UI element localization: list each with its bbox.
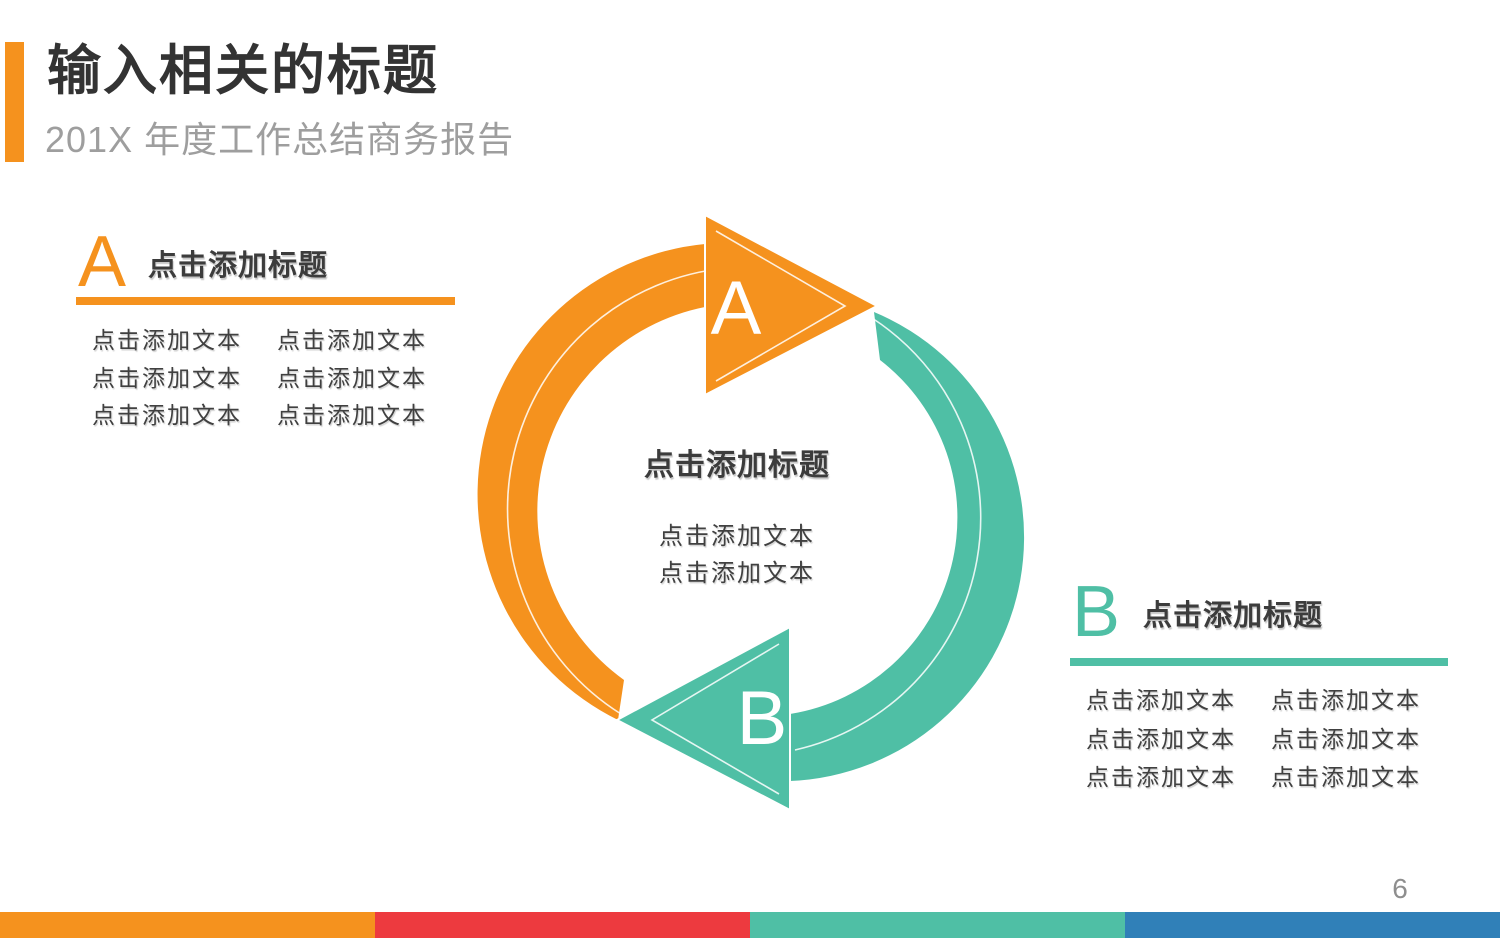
list-item: 点击添加文本	[92, 364, 242, 391]
list-item: 点击添加文本	[1271, 687, 1421, 713]
list-item: 点击添加文本	[92, 327, 242, 353]
arrowhead-b-bevel	[650, 643, 780, 795]
footer-color-bar	[0, 912, 1500, 938]
cycle-arc-b	[790, 312, 1025, 781]
list-item: 点击添加文本	[277, 402, 427, 428]
title-accent-bar	[5, 42, 24, 162]
footer-bar-segment-orange	[0, 912, 375, 938]
list-item: 点击添加文本	[1271, 764, 1421, 790]
list-item: 点击添加文本	[92, 402, 242, 428]
section-a-items: 点击添加文本 点击添加文本 点击添加文本 点击添加文本 点击添加文本 点击添加文…	[92, 322, 462, 435]
section-a-letter: A	[78, 222, 127, 302]
list-item: 点击添加文本	[1086, 764, 1236, 790]
arrow-a-label: A	[711, 266, 762, 351]
arrowhead-a	[704, 213, 880, 397]
cycle-arc-a-bevel	[506, 267, 728, 715]
list-item: 点击添加文本	[277, 327, 427, 353]
section-a-heading: 点击添加标题	[148, 250, 329, 282]
arrowhead-b	[614, 625, 791, 812]
arrowhead-a-bevel	[715, 230, 847, 382]
cycle-arc-b-bevel	[794, 317, 982, 751]
diagram-center-text: 点击添加标题 点击添加文本 点击添加文本	[557, 448, 917, 592]
arrow-b-label: B	[737, 676, 788, 761]
diagram-center-line: 点击添加文本	[659, 560, 815, 587]
section-b-items: 点击添加文本 点击添加文本 点击添加文本 点击添加文本 点击添加文本 点击添加文…	[1086, 681, 1456, 797]
page-number: 6	[1392, 873, 1408, 904]
diagram-center-heading: 点击添加标题	[644, 449, 830, 482]
section-a-rule	[76, 297, 455, 305]
section-b-rule	[1070, 658, 1448, 666]
page-subtitle: 201X 年度工作总结商务报告	[45, 119, 515, 160]
page-title: 输入相关的标题	[47, 41, 439, 101]
list-item: 点击添加文本	[1086, 725, 1236, 752]
list-item: 点击添加文本	[1086, 687, 1236, 713]
footer-bar-segment-blue	[1125, 912, 1500, 938]
footer-bar-segment-red	[375, 912, 750, 938]
cycle-arc-a	[477, 244, 705, 720]
section-b-heading: 点击添加标题	[1143, 600, 1324, 632]
footer-bar-segment-teal	[750, 912, 1125, 938]
list-item: 点击添加文本	[1271, 725, 1421, 752]
diagram-center-line: 点击添加文本	[659, 523, 815, 550]
section-b-letter: B	[1072, 572, 1121, 652]
diagram-center-lines: 点击添加文本 点击添加文本	[557, 518, 917, 592]
list-item: 点击添加文本	[277, 364, 427, 391]
